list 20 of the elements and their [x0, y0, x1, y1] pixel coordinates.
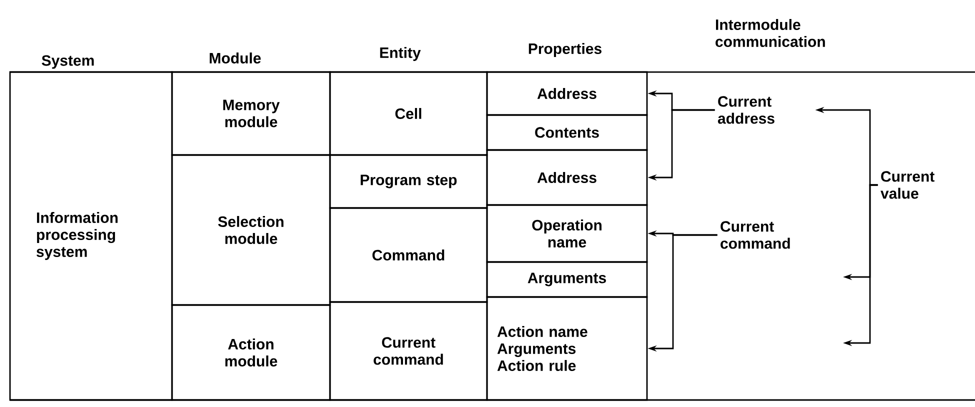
text-label: Current command [720, 221, 790, 249]
table-cell: Action name Arguments Action rule [486, 296, 648, 401]
table-cell: Program step [329, 154, 488, 209]
table-cell: Selection module [171, 154, 331, 306]
table-cell: Command [329, 207, 488, 303]
table-cell: Action module [171, 304, 331, 401]
column-header: Intermodule communication [716, 19, 825, 47]
column-header: Module [210, 52, 261, 64]
text-label: Current address [718, 96, 774, 124]
text-label: Current value [880, 171, 934, 199]
table-cell: Address [486, 71, 648, 116]
table-cell: Memory module [171, 71, 331, 156]
table-cell: Address [486, 149, 648, 206]
table-cell: Operation name [486, 204, 648, 263]
table-cell: Current command [329, 301, 488, 401]
table-cell: Arguments [486, 261, 648, 298]
table-cell: Cell [329, 71, 488, 156]
table-cell: Information processing system [9, 71, 173, 401]
table-cell: Contents [486, 114, 648, 151]
column-header: Properties [528, 43, 602, 57]
